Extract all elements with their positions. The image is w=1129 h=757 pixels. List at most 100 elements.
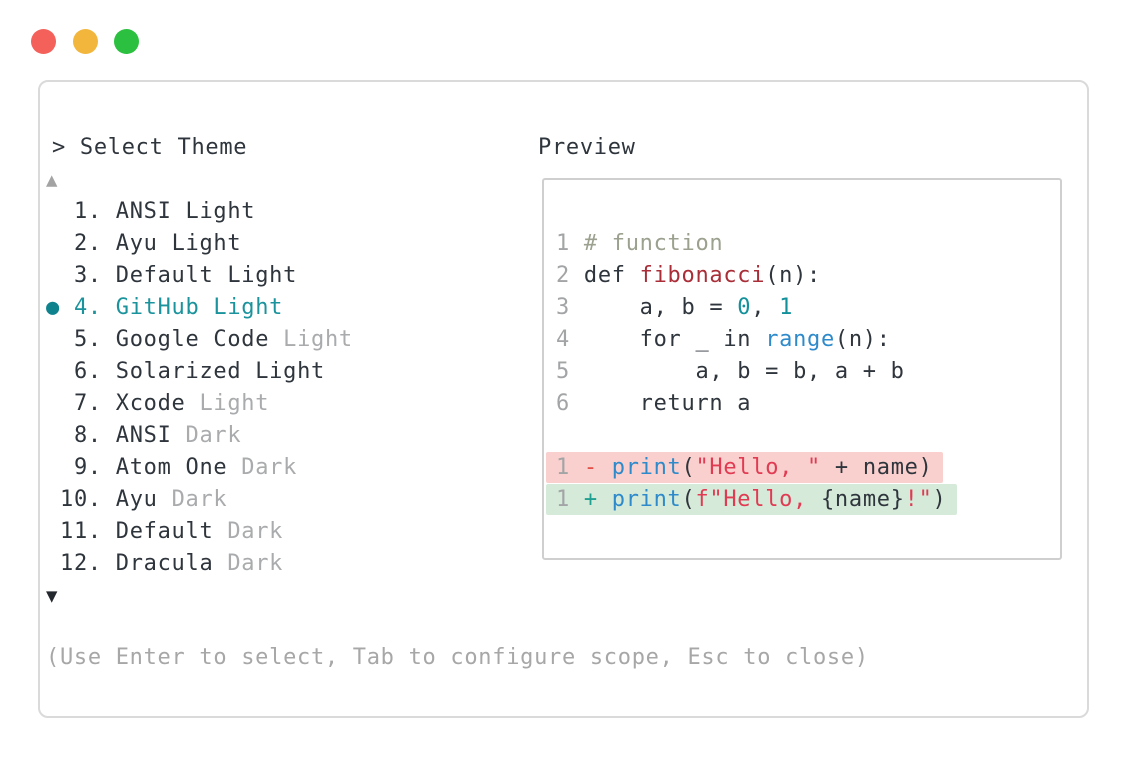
theme-list-item[interactable]: 6. Solarized Light (60, 356, 490, 388)
theme-list-item[interactable]: 3. Default Light (60, 260, 490, 292)
text-segment: , (751, 295, 780, 320)
theme-item-variant: Light (255, 359, 325, 384)
text-segment: ( (681, 487, 696, 512)
theme-item-variant: Dark (185, 423, 242, 448)
diff-removed-line: 1 - print("Hello, " + name) (546, 452, 1050, 484)
text-segment: a, b = (583, 295, 738, 320)
line-number: 3 (556, 295, 584, 320)
theme-item-name: Ayu (115, 487, 172, 512)
minimize-button[interactable] (73, 29, 98, 54)
diff-removed-highlight: 1 - print("Hello, " + name) (546, 452, 943, 483)
diff-removed-sign: - (583, 455, 612, 480)
scroll-down-icon[interactable]: ▼ (46, 585, 59, 607)
code-blank-line (556, 420, 1050, 452)
theme-item-name: Default (115, 263, 228, 288)
theme-list-item[interactable]: ● 4. GitHub Light (46, 292, 490, 324)
theme-item-name: ANSI (115, 423, 186, 448)
close-button[interactable] (31, 29, 56, 54)
text-segment: range (765, 327, 835, 352)
page-title: Select Theme (79, 135, 248, 160)
theme-item-number: 8. (60, 423, 116, 448)
theme-item-name: GitHub (115, 295, 214, 320)
scroll-up-icon[interactable]: ▲ (46, 169, 59, 191)
theme-item-variant: Light (283, 327, 353, 352)
line-number: 1 (556, 231, 584, 256)
theme-picker-window: > Select Theme Preview ▲ 1. ANSI Light 2… (38, 80, 1089, 718)
code-line: 4 for _ in range(n): (556, 324, 1050, 356)
diff-added-sign: + (583, 487, 612, 512)
text-segment: + name) (820, 455, 933, 480)
theme-item-number: 9. (60, 455, 116, 480)
theme-item-variant: Light (171, 231, 242, 256)
text-segment: print (611, 455, 682, 480)
theme-item-variant: Dark (171, 487, 228, 512)
line-number: 6 (556, 391, 584, 416)
text-segment: ) (932, 487, 947, 512)
text-segment: for _ in (583, 327, 766, 352)
text-segment: 0 (737, 295, 752, 320)
theme-item-name: Ayu (115, 231, 172, 256)
theme-list-item[interactable]: 9. Atom One Dark (60, 452, 490, 484)
preview-heading: Preview (538, 135, 636, 160)
text-segment: def (583, 263, 640, 288)
theme-list-item[interactable]: 11. Default Dark (60, 516, 490, 548)
theme-item-name: Google Code (115, 327, 284, 352)
theme-item-number: 6. (60, 359, 116, 384)
line-number: 4 (556, 327, 584, 352)
theme-item-number: 7. (60, 391, 116, 416)
theme-list: 1. ANSI Light 2. Ayu Light 3. Default Li… (46, 196, 490, 580)
code-line: 5 a, b = b, a + b (556, 356, 1050, 388)
theme-list-item[interactable]: 10. Ayu Dark (60, 484, 490, 516)
theme-item-number: 12. (60, 551, 116, 576)
theme-item-number: 4. (60, 295, 116, 320)
theme-item-name: Default (115, 519, 228, 544)
theme-item-number: 3. (60, 263, 116, 288)
zoom-button[interactable] (114, 29, 139, 54)
text-segment: f"Hello, (695, 487, 821, 512)
theme-item-number: 5. (60, 327, 116, 352)
theme-list-item[interactable]: 12. Dracula Dark (60, 548, 490, 580)
selected-bullet-icon: ● (46, 295, 60, 320)
text-segment: print (611, 487, 682, 512)
theme-item-name: Solarized (115, 359, 256, 384)
theme-list-item[interactable]: 8. ANSI Dark (60, 420, 490, 452)
text-segment: ( (681, 455, 696, 480)
theme-item-number: 11. (60, 519, 116, 544)
code-line: 2 def fibonacci(n): (556, 260, 1050, 292)
code-line: 1 # function (556, 228, 1050, 260)
theme-list-item[interactable]: 5. Google Code Light (60, 324, 490, 356)
diff-preview: 1 - print("Hello, " + name)1 + print(f"H… (546, 452, 1050, 516)
line-number: 1 (556, 455, 584, 480)
theme-item-variant: Light (213, 295, 284, 320)
text-segment: a, b = b, a + b (583, 359, 905, 384)
diff-added-line: 1 + print(f"Hello, {name}!") (546, 484, 1050, 516)
text-segment: fibonacci (639, 263, 766, 288)
text-segment: (n): (765, 263, 821, 288)
text-segment: # function (583, 231, 724, 256)
theme-item-name: Atom One (115, 455, 242, 480)
text-segment: !" (904, 487, 933, 512)
theme-item-variant: Light (227, 263, 298, 288)
footer-hint: (Use Enter to select, Tab to configure s… (46, 645, 869, 670)
theme-list-item[interactable]: 2. Ayu Light (60, 228, 490, 260)
line-number: 1 (556, 487, 584, 512)
theme-item-variant: Dark (227, 551, 284, 576)
text-segment: return a (583, 391, 752, 416)
theme-item-name: ANSI (115, 199, 186, 224)
theme-item-variant: Dark (241, 455, 298, 480)
theme-item-number: 10. (60, 487, 116, 512)
code-line: 3 a, b = 0, 1 (556, 292, 1050, 324)
prompt: > Select Theme (52, 132, 247, 164)
theme-list-item[interactable]: 7. Xcode Light (60, 388, 490, 420)
text-segment: 1 (779, 295, 794, 320)
theme-item-variant: Light (199, 391, 270, 416)
line-number: 2 (556, 263, 584, 288)
theme-list-item[interactable]: 1. ANSI Light (60, 196, 490, 228)
theme-item-name: Dracula (115, 551, 228, 576)
text-segment: (n): (834, 327, 891, 352)
theme-item-number: 2. (60, 231, 116, 256)
code-line: 6 return a (556, 388, 1050, 420)
theme-item-variant: Light (185, 199, 256, 224)
